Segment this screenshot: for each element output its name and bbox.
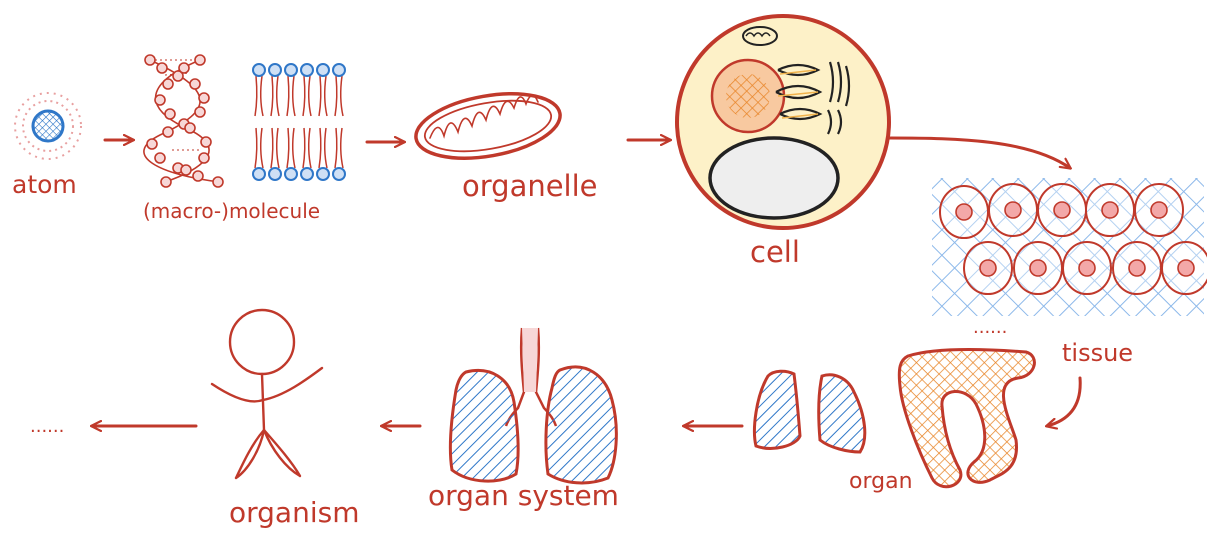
organelle-label: organelle: [462, 169, 598, 203]
organ-label: organ: [849, 469, 913, 494]
tissue-ellipsis: ......: [973, 317, 1007, 338]
membrane-bilayer-icon: [253, 64, 345, 180]
tissue-label: tissue: [1062, 339, 1133, 367]
end-ellipsis: ......: [30, 416, 64, 437]
arrow-cell-to-tissue: [890, 138, 1070, 168]
respiratory-system-icon: [450, 328, 616, 483]
dna-icon: [144, 55, 223, 187]
lung-pair-icon: [755, 371, 865, 452]
organism-label: organism: [229, 496, 359, 529]
mitochondrion-icon: [411, 84, 565, 168]
stick-figure-icon: [212, 310, 322, 478]
intestine-icon: [899, 350, 1034, 487]
arrow-tissue-to-organ: [1047, 378, 1080, 426]
cell-icon: [677, 16, 889, 228]
organ-system-label: organ system: [428, 479, 619, 512]
atom-label: atom: [12, 170, 77, 199]
cell-label: cell: [750, 235, 800, 269]
macromolecule-label: (macro-)molecule: [143, 199, 320, 223]
atom-icon: [15, 93, 81, 159]
tissue-icon: [932, 178, 1207, 316]
